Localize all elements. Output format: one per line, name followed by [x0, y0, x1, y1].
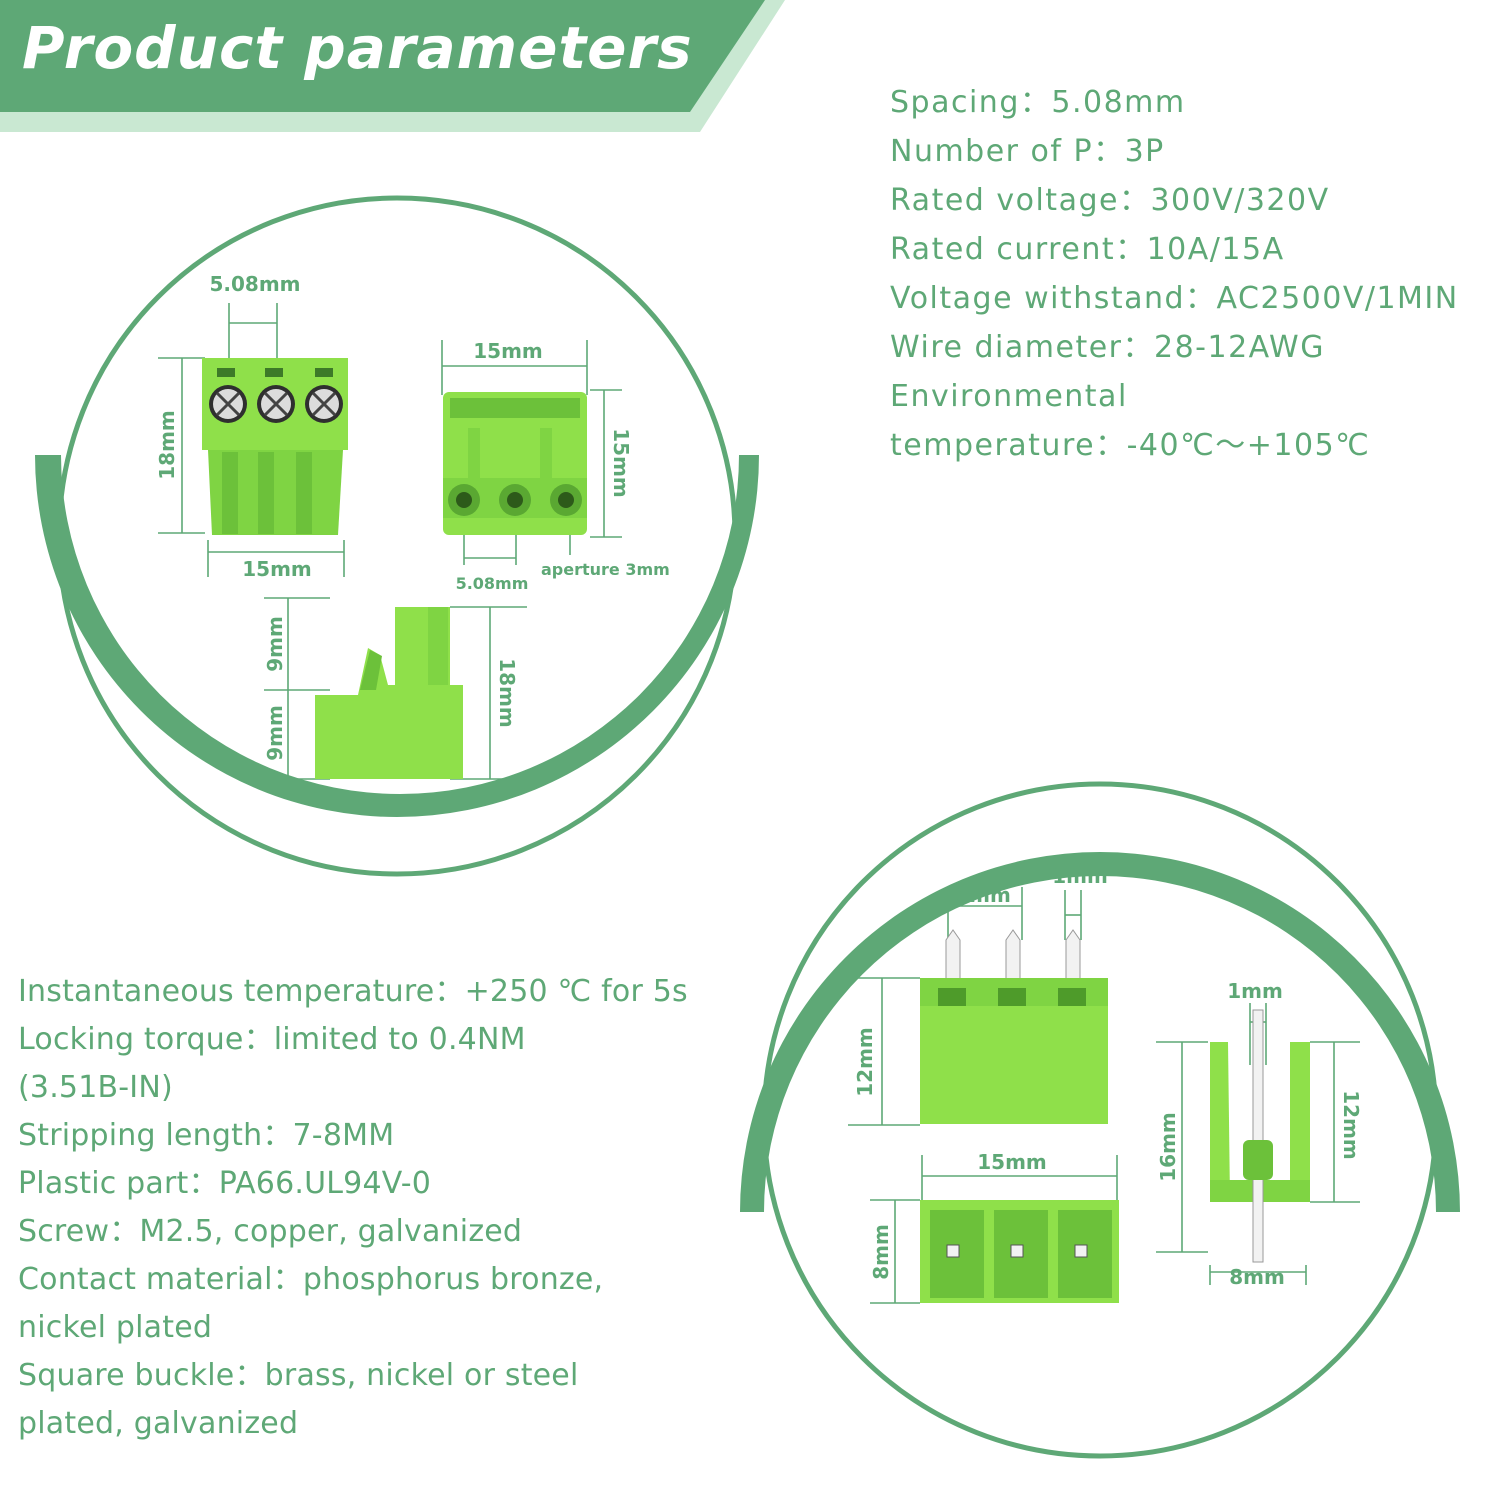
dim-side-body: 12mm: [1339, 1090, 1363, 1160]
dim-side-total: 18mm: [495, 658, 519, 728]
header-bottom-view: [920, 1200, 1119, 1303]
dim-side-upper: 9mm: [263, 616, 287, 672]
side-view-connector: [315, 607, 463, 779]
dim-front-height: 18mm: [155, 410, 179, 480]
spec-spacing: Spacing：5.08mm: [890, 85, 1186, 120]
dim-aperture: aperture 3mm: [541, 560, 670, 579]
dim-side-total: 16mm: [1156, 1112, 1180, 1182]
spec-plastic-part: Plastic part：PA66.UL94V-0: [18, 1166, 432, 1201]
spec-square-buckle: Square buckle：brass, nickel or steel: [18, 1358, 579, 1393]
spec-locking-torque: Locking torque：limited to 0.4NM: [18, 1022, 526, 1057]
dim-side-depth: 8mm: [1229, 1265, 1285, 1289]
spec-rated-current: Rated current：10A/15A: [890, 232, 1285, 267]
dim-side-pin: 1mm: [1227, 979, 1283, 1003]
spec-environmental: Environmental: [890, 379, 1128, 414]
dim-pin-spacing: 6mm: [955, 883, 1011, 907]
spec-contact-material-cont: nickel plated: [18, 1310, 213, 1345]
header-side-view: [1210, 1009, 1310, 1263]
dim-pin-thickness: 1mm: [1052, 864, 1108, 888]
page-title: Product parameters: [22, 14, 693, 82]
spec-locking-torque-cont: (3.51B-IN): [18, 1070, 173, 1105]
top-view-connector: [443, 392, 587, 535]
dim-body-height: 12mm: [853, 1027, 877, 1097]
spec-contact-material: Contact material：phosphorus bronze,: [18, 1262, 604, 1297]
spec-temperature: temperature：-40℃～+105℃: [890, 428, 1371, 463]
dim-body-width: 15mm: [977, 1150, 1047, 1174]
screw-icon: [305, 385, 343, 423]
spec-stripping-length: Stripping length：7-8MM: [18, 1118, 395, 1153]
spec-list-bottom: Instantaneous temperature：+250 ℃ for 5s …: [18, 968, 688, 1448]
front-view-connector: [202, 358, 348, 535]
header-banner: [0, 0, 785, 132]
screw-icon: [257, 385, 295, 423]
screw-icon: [209, 385, 247, 423]
pin-header-diagram: 6mm 1mm 12mm 15mm 8mm 1mm 16mm 12mm 8mm: [740, 781, 1460, 1459]
circle-outline-left: [56, 195, 738, 877]
dim-front-width: 15mm: [242, 557, 312, 581]
dim-top-height: 15mm: [609, 428, 633, 498]
spec-screw: Screw：M2.5, copper, galvanized: [18, 1214, 523, 1249]
dim-side-lower: 9mm: [263, 705, 287, 761]
spec-list-top: Spacing：5.08mm Number of P：3P Rated volt…: [890, 78, 1459, 470]
spec-instantaneous-temperature: Instantaneous temperature：+250 ℃ for 5s: [18, 974, 688, 1009]
spec-number-of-p: Number of P：3P: [890, 134, 1165, 169]
spec-square-buckle-cont: plated, galvanized: [18, 1406, 299, 1441]
dim-top-width: 15mm: [473, 339, 543, 363]
circle-outline-right: [761, 781, 1439, 1459]
dim-depth: 8mm: [869, 1224, 893, 1280]
female-plug-diagram: 5.08mm 18mm 15mm 15mm 15mm 5.08mm apertu…: [35, 195, 759, 877]
dim-hole-pitch: 5.08mm: [456, 574, 529, 593]
spec-wire-diameter: Wire diameter：28-12AWG: [890, 330, 1325, 365]
spec-rated-voltage: Rated voltage：300V/320V: [890, 183, 1330, 218]
dim-pitch-top: 5.08mm: [209, 272, 300, 296]
header-front-view: [920, 929, 1108, 1124]
spec-voltage-withstand: Voltage withstand：AC2500V/1MIN: [890, 281, 1459, 316]
